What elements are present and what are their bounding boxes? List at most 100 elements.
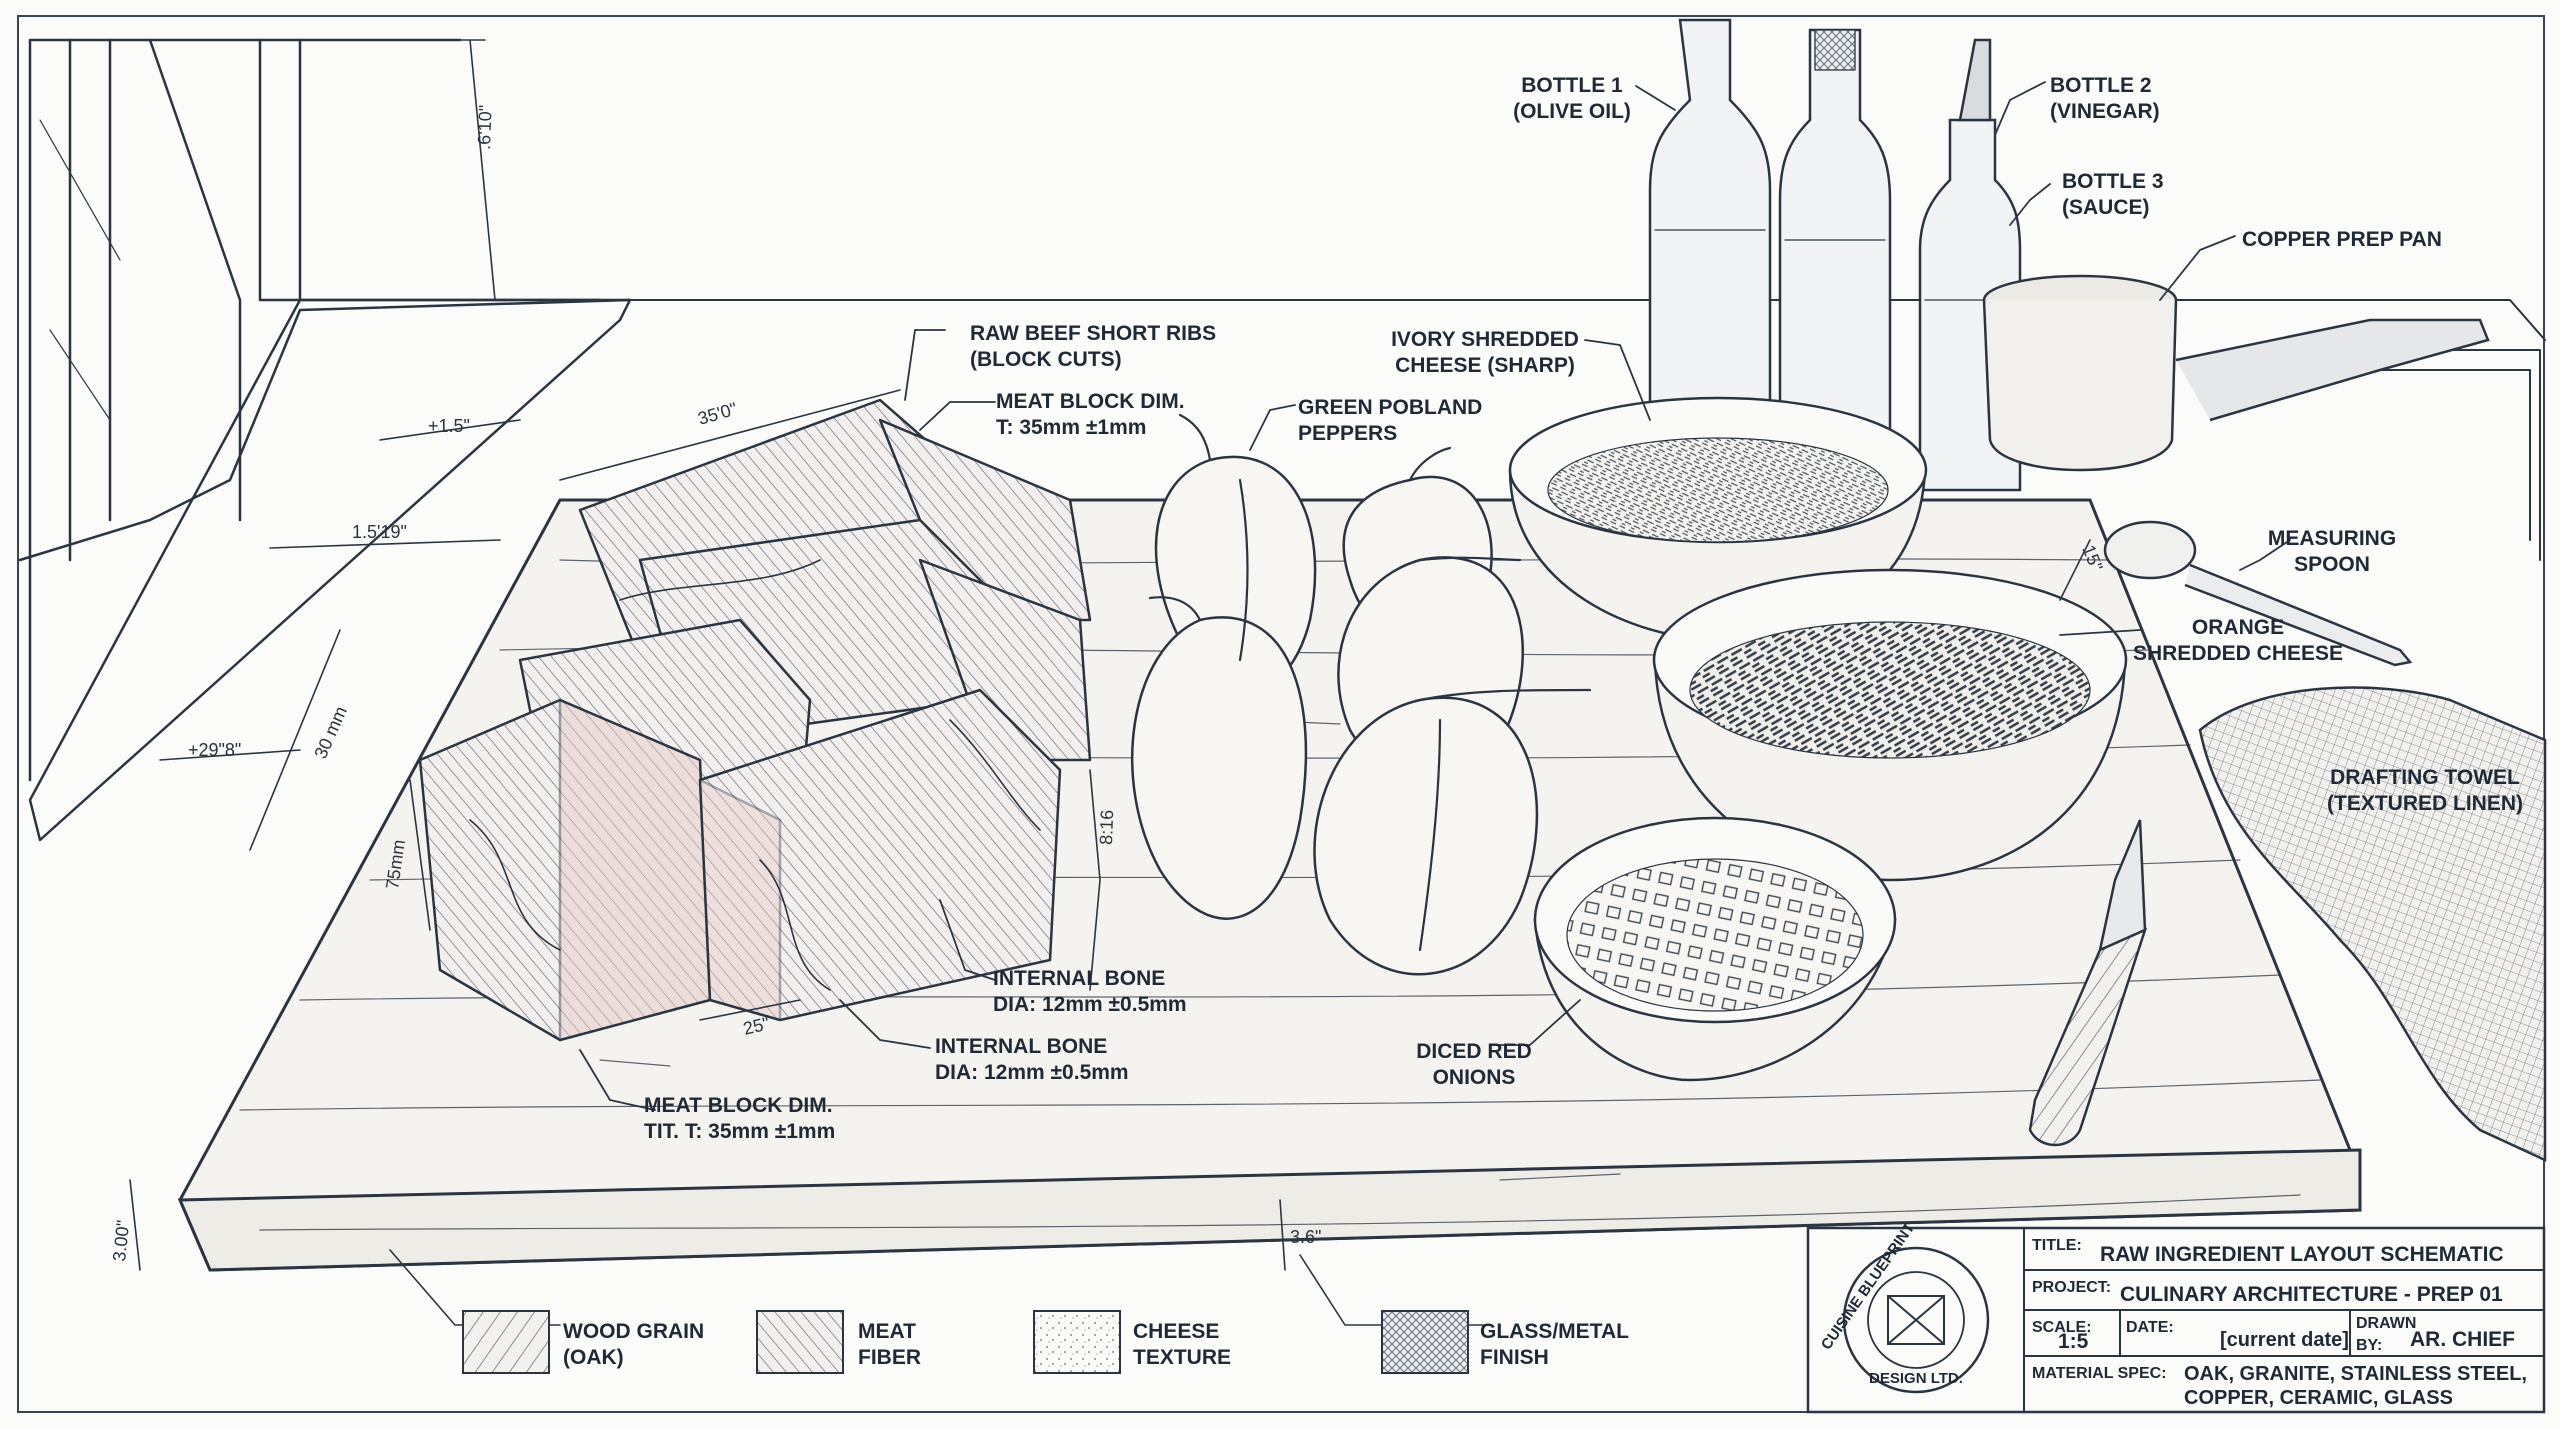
date-value: [current date] (2220, 1329, 2349, 1351)
svg-text:COPPER PREP PAN: COPPER PREP PAN (2242, 228, 2442, 251)
linen-towel (2198, 686, 2547, 1162)
callout-bottle1-l2: (OLIVE OIL) (1513, 100, 1631, 123)
dim-300: 3.00" (109, 1219, 133, 1262)
seal-bottom-text: DESIGN LTD. (1869, 1370, 1963, 1387)
drawn-label-1: DRAWN (2356, 1315, 2416, 1332)
legend-wood-l2: (OAK) (563, 1346, 624, 1369)
svg-text:BOTTLE 3(SAUCE): BOTTLE 3 (SAUCE) (2062, 170, 2164, 219)
legend-swatch-meat (756, 1310, 844, 1374)
dimension-lines (129, 39, 2091, 1326)
callout-onions-l2: ONIONS (1433, 1066, 1516, 1089)
callout-labels: BOTTLE 1 (OLIVE OIL) BOTTLE 2 (VINEGAR) BO… (644, 74, 2523, 1143)
callout-orange-cheese-l2: SHREDDED CHEESE (2133, 642, 2343, 665)
legend-item-glass: GLASS/METAL FINISH (1381, 1310, 1629, 1374)
material-label: MATERIAL SPEC: (2032, 1365, 2167, 1382)
dim-36: 3.6" (1290, 1227, 1321, 1247)
counter-back-edge (629, 299, 2546, 341)
callout-onions-l1: DICED RED (1416, 1040, 1532, 1063)
project-value: CULINARY ARCHITECTURE - PREP 01 (2120, 1283, 2503, 1306)
chef-knife (2028, 819, 2148, 1147)
scale-value: 1:5 (2058, 1330, 2089, 1353)
callout-ivory-cheese-l1: IVORY SHREDDED (1391, 328, 1579, 351)
callout-bottle3-l1: BOTTLE 3 (2062, 170, 2164, 193)
dim-816: 8:16 (1096, 809, 1117, 845)
measuring-spoon (2103, 520, 2413, 667)
svg-text:RAW BEEF SHORT RIBS(BLOCK CUTS: RAW BEEF SHORT RIBS (BLOCK CUTS) (970, 322, 1216, 371)
callout-orange-cheese-l1: ORANGE (2192, 616, 2284, 639)
callout-ribs-l2: (BLOCK CUTS) (970, 348, 1122, 371)
callout-ivory-cheese-l2: CHEESE (SHARP) (1395, 354, 1575, 377)
callout-bottle1-l1: BOTTLE 1 (1521, 74, 1623, 97)
dim-298: +29"8" (188, 740, 241, 760)
legend-swatch-wood (462, 1310, 550, 1374)
material-line1: OAK, GRANITE, STAINLESS STEEL, (2184, 1363, 2527, 1385)
callout-bone1-l1: INTERNAL BONE (993, 967, 1165, 990)
dim-30mm: 30 mm (310, 703, 351, 761)
callout-pan: COPPER PREP PAN (2242, 228, 2442, 251)
svg-text:DRAFTING TOWEL(TEXTURED LINEN): DRAFTING TOWEL (TEXTURED LINEN) (2327, 766, 2523, 815)
callout-spoon-l1: MEASURING (2268, 527, 2396, 550)
callout-bone2-l2: DIA: 12mm ±0.5mm (935, 1061, 1129, 1084)
title-label: TITLE: (2032, 1237, 2082, 1254)
drawn-value: AR. CHIEF (2410, 1328, 2515, 1351)
callout-meat-dim-bottom-l1: MEAT BLOCK DIM. (644, 1094, 833, 1117)
diced-onion-bowl (1533, 816, 1897, 1082)
legend-item-meat: MEAT FIBER (756, 1310, 921, 1374)
window (18, 38, 632, 782)
legend-glass-l2: FINISH (1480, 1346, 1549, 1369)
callout-bottle2-l1: BOTTLE 2 (2050, 74, 2152, 97)
callout-meat-dim-top-l2: T: 35mm ±1mm (996, 416, 1146, 439)
poblano-peppers (1130, 413, 1592, 976)
title-block: CUISINE BLUEPRINT DESIGN LTD. TITLE: RAW… (1806, 1220, 2546, 1414)
material-line2: COPPER, CERAMIC, GLASS (2184, 1387, 2453, 1409)
callout-peppers-l1: GREEN POBLAND (1298, 396, 1482, 419)
legend-swatch-glass (1381, 1310, 1469, 1374)
beef-short-ribs (418, 398, 1092, 1042)
dim-15: +1.5" (428, 416, 470, 436)
dim-350: 35'0" (696, 399, 740, 429)
callout-bone2-l1: INTERNAL BONE (935, 1035, 1107, 1058)
date-label: DATE: (2126, 1319, 2174, 1336)
legend-item-wood: WOOD GRAIN (OAK) (462, 1310, 704, 1374)
callout-spoon-l2: SPOON (2294, 553, 2370, 576)
legend-meat-l2: FIBER (858, 1346, 921, 1369)
svg-text:WOOD GRAIN(OAK): WOOD GRAIN (OAK) (563, 1320, 704, 1369)
svg-text:MEAT BLOCK DIM.T: 35mm ±1mm: MEAT BLOCK DIM. T: 35mm ±1mm (996, 390, 1185, 439)
legend-wood-l1: WOOD GRAIN (563, 1320, 704, 1343)
callout-towel-l2: (TEXTURED LINEN) (2327, 792, 2523, 815)
callout-ribs-l1: RAW BEEF SHORT RIBS (970, 322, 1216, 345)
callout-meat-dim-bottom-l2: TIT. T: 35mm ±1mm (644, 1120, 835, 1143)
callout-bone1-l2: DIA: 12mm ±0.5mm (993, 993, 1187, 1016)
drawing-frame (17, 15, 2545, 1413)
legend-cheese-l1: CHEESE (1133, 1320, 1219, 1343)
callout-towel-l1: DRAFTING TOWEL (2330, 766, 2520, 789)
legend-meat-l1: MEAT (858, 1320, 916, 1343)
legend-glass-l1: GLASS/METAL (1480, 1320, 1629, 1343)
callout-bottle2-l2: (VINEGAR) (2050, 100, 2160, 123)
legend-swatch-cheese (1033, 1310, 1121, 1374)
orange-cheese-bowl (1652, 568, 2128, 882)
svg-text:MEAT BLOCK DIM.TIT. T: 35mm ±1: MEAT BLOCK DIM. TIT. T: 35mm ±1mm (644, 1094, 835, 1143)
dim-1519: 1.5'19" (352, 522, 407, 542)
copper-pan (1982, 274, 2490, 472)
callout-peppers-l2: PEPPERS (1298, 422, 1397, 445)
project-label: PROJECT: (2032, 1279, 2111, 1296)
drawn-label-2: BY: (2356, 1337, 2382, 1354)
leader-lines (579, 81, 2291, 1111)
callout-bottle3-l2: (SAUCE) (2062, 196, 2150, 219)
callout-meat-dim-top-l1: MEAT BLOCK DIM. (996, 390, 1185, 413)
scale-label: SCALE: (2032, 1319, 2092, 1336)
